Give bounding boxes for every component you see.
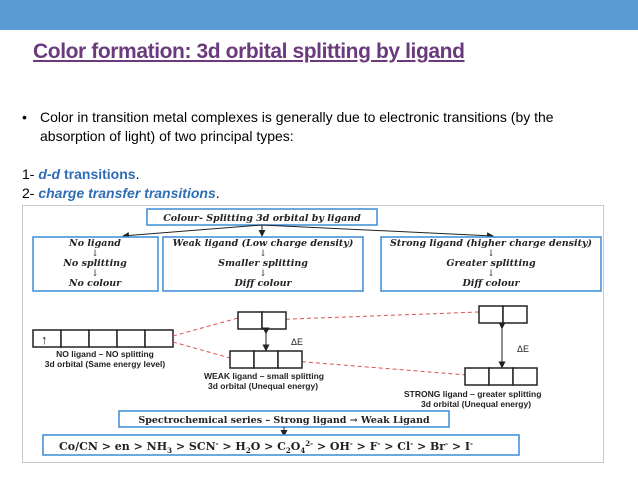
series-header-label: Spectrochemical series – Strong ligand →… [138,415,430,426]
no-ligand-label2: 3d orbital (Same energy level) [45,359,166,369]
box-left-line2: No splitting [62,258,127,269]
dash-lower-weak [172,341,231,359]
strong-label2: 3d orbital (Unequal energy) [421,399,531,409]
header-label: Colour- Splitting 3d orbital by ligand [163,213,361,224]
weak-label2: 3d orbital (Unequal energy) [208,381,318,391]
weak-label1: WEAK ligand – small splitting [204,371,324,381]
box-strong-ligand [380,236,602,292]
box-right-arrow2: ↓ [487,269,495,279]
item1-prefix: 1- [22,166,39,182]
dash-upper-strong [264,311,480,321]
box-left-arrow1: ↓ [91,249,99,259]
box-mid-arrow1: ↓ [259,249,267,259]
degenerate-orbitals [32,329,174,348]
box-mid-line2: Smaller splitting [218,258,308,269]
strong-eg-orbitals [478,305,528,324]
item1-term: d-d [38,166,61,182]
electron-up-arrow: ↑ [41,332,48,347]
weak-delta-e: ΔE [291,337,303,347]
list-item-dd: 1- d-d transitions. [22,166,139,182]
no-ligand-label1: NO ligand – NO splitting [56,349,154,359]
box-left-line3: No colour [68,278,122,289]
box-right-line3: Diff colour [462,278,521,289]
box-mid-arrow2: ↓ [259,269,267,279]
orbital-splitting-diagram: Colour- Splitting 3d orbital by ligand N… [22,205,604,463]
series-box [42,434,520,456]
item2-term: charge transfer transitions [38,185,216,201]
item1-suffix: transitions [60,166,136,182]
top-accent-bar [0,0,638,30]
item2-prefix: 2- [22,185,39,201]
weak-t2g-orbitals [229,350,303,369]
box-left-line1: No ligand [68,238,121,249]
slide-title: Color formation: 3d orbital splitting by… [33,40,465,63]
strong-delta-e: ΔE [517,344,529,354]
bullet-text: Color in transition metal complexes is g… [40,109,554,144]
box-left-arrow2: ↓ [91,269,99,279]
spectrochemical-series: Co/CN > en > NH3 > SCN- > H2O > C2O42- >… [59,439,473,455]
bullet-paragraph: • Color in transition metal complexes is… [22,108,622,146]
dash-upper-weak [172,317,239,337]
box-mid-line1: Weak ligand (Low charge density) [173,238,354,249]
diagram-svg: Colour- Splitting 3d orbital by ligand N… [32,208,602,456]
box-weak-ligand [162,236,364,292]
list-item-charge-transfer: 2- charge transfer transitions. [22,185,220,201]
box-mid-line3: Diff colour [234,278,293,289]
bullet-marker: • [22,109,27,125]
strong-t2g-orbitals [464,367,538,386]
strong-label1: STRONG ligand – greater splitting [404,389,541,399]
dash-lower-strong [280,359,480,377]
weak-eg-orbitals [237,311,287,330]
arrow-to-right [261,224,494,240]
box-right-line2: Greater splitting [446,258,536,269]
item2-end: . [215,185,220,201]
box-no-ligand [32,236,159,292]
item1-end: . [135,166,140,182]
box-right-line1: Strong ligand (higher charge density) [390,238,592,249]
arrow-to-left [122,224,263,240]
box-right-arrow1: ↓ [487,249,495,259]
